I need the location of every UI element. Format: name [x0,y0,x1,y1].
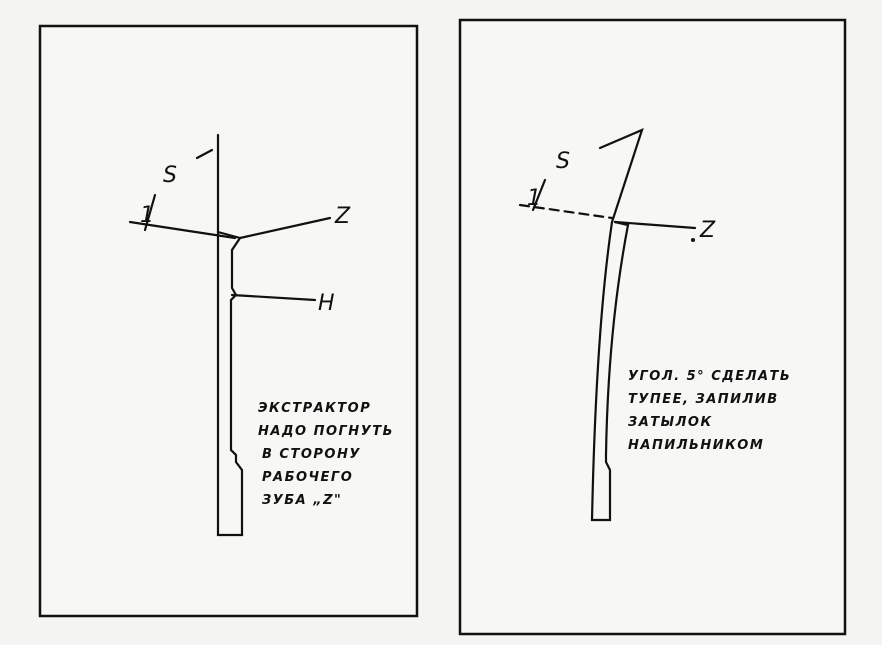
left-panel: S 1 Z H ЭКСТРАКТОР НАДО ПОГНУТЬ В СТОРОН… [38,24,419,618]
dot [691,238,695,242]
note-line: ЗАТЫЛОК [628,415,713,430]
note-line: В СТОРОНУ [262,447,361,462]
extractor-outline [216,133,244,537]
right-panel: S 1 Z УГОЛ. 5° СДЕЛАТЬ ТУПЕЕ, ЗАПИЛИВ ЗА… [458,18,847,636]
label-s: S [556,149,570,174]
label-1: 1 [527,186,541,211]
note-line: ЗУБА „Z" [262,493,342,508]
dashed-line-1 [518,203,614,220]
note-line: РАБОЧЕГО [262,470,353,485]
s-tick [195,148,214,160]
note-line: НАПИЛЬНИКОМ [628,438,764,453]
line-1-tick [143,193,157,232]
label-h: H [318,291,335,316]
label-s: S [163,163,177,188]
right-panel-frame [458,18,847,636]
note-line: УГОЛ. 5° СДЕЛАТЬ [628,369,791,384]
line-h [230,293,317,302]
extractor-outline [590,128,644,522]
label-z: Z [699,218,716,243]
left-panel-frame [38,24,419,618]
note-line: ЭКСТРАКТОР [258,401,371,416]
note-line: ТУПЕЕ, ЗАПИЛИВ [628,392,779,407]
line-1-tick [531,178,547,212]
line-z [238,216,332,240]
line-z [613,220,697,230]
label-z: Z [334,204,351,229]
label-1: 1 [140,203,154,228]
note-line: НАДО ПОГНУТЬ [258,424,394,439]
